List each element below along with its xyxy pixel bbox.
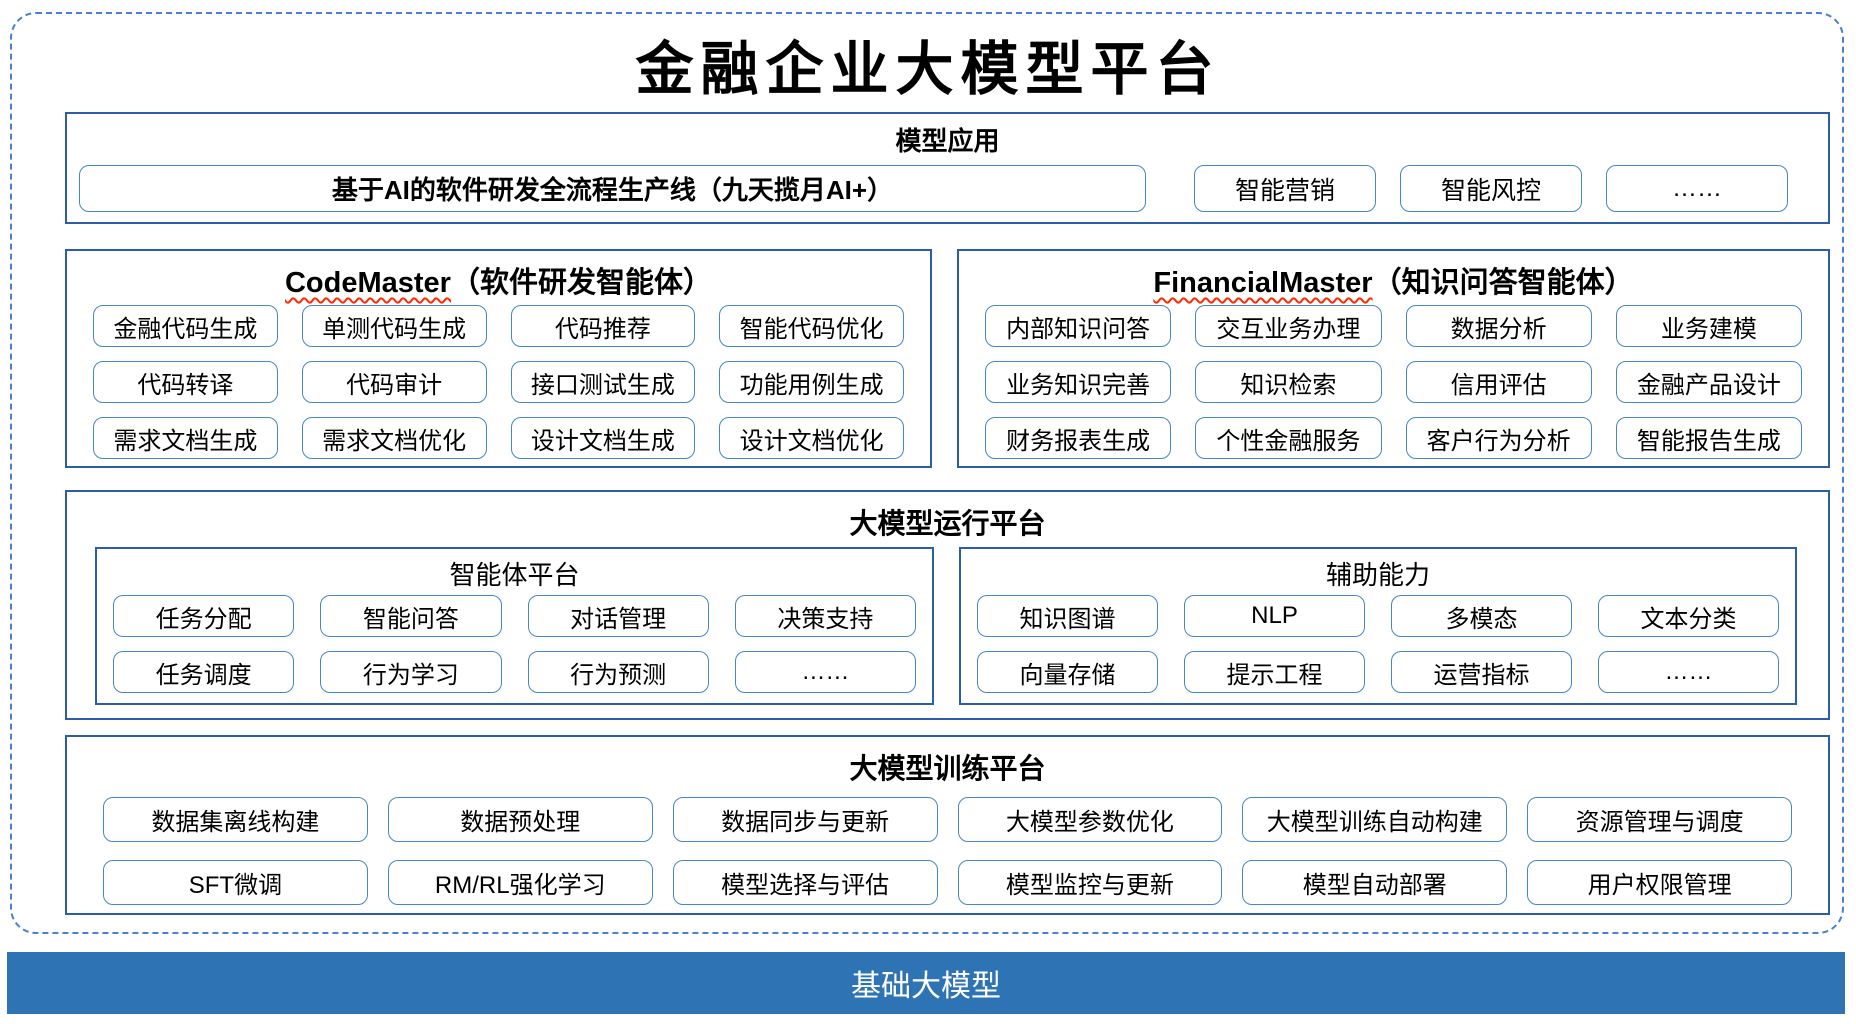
codemaster-item: 设计文档优化 [719, 417, 904, 459]
training-item: 大模型参数优化 [957, 797, 1223, 842]
financialmaster-item: 客户行为分析 [1405, 417, 1592, 459]
runtime-platform-section: 大模型运行平台 智能体平台 任务分配 智能问答 对话管理 决策支持 任务调度 行… [65, 490, 1830, 720]
codemaster-title: CodeMaster（软件研发智能体） [67, 251, 930, 299]
financialmaster-item: 业务建模 [1615, 305, 1802, 347]
training-platform-header: 大模型训练平台 [849, 753, 1046, 784]
training-item: 用户权限管理 [1527, 860, 1792, 905]
aux-capability-item: 知识图谱 [977, 595, 1158, 637]
training-platform-section: 大模型训练平台 数据集离线构建 数据预处理 数据同步与更新 大模型参数优化 大模… [65, 735, 1830, 915]
financialmaster-item: 交互业务办理 [1195, 305, 1382, 347]
training-item: 数据集离线构建 [103, 797, 368, 842]
foundation-model-label: 基础大模型 [851, 970, 1001, 1003]
financialmaster-title: FinancialMaster（知识问答智能体） [959, 251, 1828, 299]
training-item: 资源管理与调度 [1527, 797, 1792, 842]
agent-platform-item: 任务分配 [113, 595, 295, 637]
financialmaster-title-zh: （知识问答智能体） [1372, 267, 1634, 299]
codemaster-item: 代码审计 [301, 361, 487, 403]
aux-capabilities-title: 辅助能力 [1325, 560, 1430, 590]
page-title: 金融企业大模型平台 [635, 37, 1221, 102]
codemaster-item: 需求文档优化 [301, 417, 487, 459]
financialmaster-item: 金融产品设计 [1615, 361, 1802, 403]
agent-platform-grid: 任务分配 智能问答 对话管理 决策支持 任务调度 行为学习 行为预测 …… [97, 591, 932, 693]
app-item-wide: 基于AI的软件研发全流程生产线（九天揽月AI+） [79, 165, 1146, 212]
agent-platform-item-ellipsis: …… [734, 651, 916, 693]
agent-platform-item: 智能问答 [320, 595, 502, 637]
outer-dashed-border [10, 12, 1844, 934]
financialmaster-item: 知识检索 [1195, 361, 1382, 403]
agent-platform-box: 智能体平台 任务分配 智能问答 对话管理 决策支持 任务调度 行为学习 行为预测… [95, 547, 934, 705]
codemaster-item: 设计文档生成 [510, 417, 696, 459]
agent-platform-item: 行为预测 [527, 651, 709, 693]
training-item: SFT微调 [103, 860, 368, 905]
financialmaster-item: 内部知识问答 [985, 305, 1172, 347]
training-item: RM/RL强化学习 [387, 860, 653, 905]
financialmaster-item: 信用评估 [1405, 361, 1592, 403]
codemaster-item: 代码转译 [93, 361, 278, 403]
codemaster-item: 代码推荐 [510, 305, 696, 347]
codemaster-title-zh: （软件研发智能体） [450, 267, 712, 299]
agent-platform-item: 行为学习 [320, 651, 502, 693]
aux-capability-item: 文本分类 [1598, 595, 1779, 637]
agent-platform-item: 决策支持 [734, 595, 916, 637]
training-item: 模型选择与评估 [672, 860, 938, 905]
codemaster-item: 需求文档生成 [93, 417, 278, 459]
aux-capabilities-box: 辅助能力 知识图谱 NLP 多模态 文本分类 向量存储 提示工程 运营指标 …… [959, 547, 1797, 705]
runtime-platform-header: 大模型运行平台 [849, 508, 1046, 539]
agent-platform-item: 对话管理 [527, 595, 709, 637]
training-item: 模型自动部署 [1242, 860, 1508, 905]
model-applications-row: 基于AI的软件研发全流程生产线（九天揽月AI+） 智能营销 智能风控 …… [79, 165, 1788, 212]
training-item: 数据同步与更新 [672, 797, 938, 842]
codemaster-item: 接口测试生成 [510, 361, 696, 403]
app-item-ellipsis: …… [1606, 165, 1788, 212]
app-item: 智能营销 [1194, 165, 1376, 212]
financialmaster-item: 业务知识完善 [985, 361, 1172, 403]
aux-capability-item: 向量存储 [977, 651, 1158, 693]
aux-capability-item: 提示工程 [1184, 651, 1365, 693]
financialmaster-item: 财务报表生成 [985, 417, 1172, 459]
model-applications-section: 模型应用 基于AI的软件研发全流程生产线（九天揽月AI+） 智能营销 智能风控 … [65, 112, 1830, 224]
aux-capability-item-ellipsis: …… [1598, 651, 1779, 693]
codemaster-item: 金融代码生成 [93, 305, 278, 347]
codemaster-item: 功能用例生成 [719, 361, 904, 403]
training-item: 模型监控与更新 [957, 860, 1223, 905]
training-item: 大模型训练自动构建 [1242, 797, 1508, 842]
financialmaster-section: FinancialMaster（知识问答智能体） 内部知识问答 交互业务办理 数… [957, 249, 1830, 468]
agent-platform-title: 智能体平台 [449, 560, 580, 590]
agent-platform-item: 任务调度 [113, 651, 295, 693]
codemaster-section: CodeMaster（软件研发智能体） 金融代码生成 单测代码生成 代码推荐 智… [65, 249, 932, 468]
financialmaster-item: 个性金融服务 [1195, 417, 1382, 459]
financialmaster-grid: 内部知识问答 交互业务办理 数据分析 业务建模 业务知识完善 知识检索 信用评估… [959, 299, 1828, 459]
training-platform-grid: 数据集离线构建 数据预处理 数据同步与更新 大模型参数优化 大模型训练自动构建 … [67, 787, 1828, 905]
foundation-model-bar: 基础大模型 [7, 952, 1845, 1014]
training-item: 数据预处理 [387, 797, 653, 842]
codemaster-title-en: CodeMaster [284, 267, 451, 299]
aux-capability-item: 运营指标 [1391, 651, 1572, 693]
codemaster-item: 单测代码生成 [301, 305, 487, 347]
financialmaster-title-en: FinancialMaster [1153, 267, 1373, 299]
aux-capabilities-grid: 知识图谱 NLP 多模态 文本分类 向量存储 提示工程 运营指标 …… [961, 591, 1795, 693]
app-item: 智能风控 [1400, 165, 1582, 212]
codemaster-grid: 金融代码生成 单测代码生成 代码推荐 智能代码优化 代码转译 代码审计 接口测试… [67, 299, 930, 459]
codemaster-item: 智能代码优化 [719, 305, 904, 347]
aux-capability-item: NLP [1184, 595, 1365, 637]
model-applications-header: 模型应用 [895, 126, 1000, 156]
financialmaster-item: 数据分析 [1405, 305, 1592, 347]
aux-capability-item: 多模态 [1391, 595, 1572, 637]
financialmaster-item: 智能报告生成 [1615, 417, 1802, 459]
